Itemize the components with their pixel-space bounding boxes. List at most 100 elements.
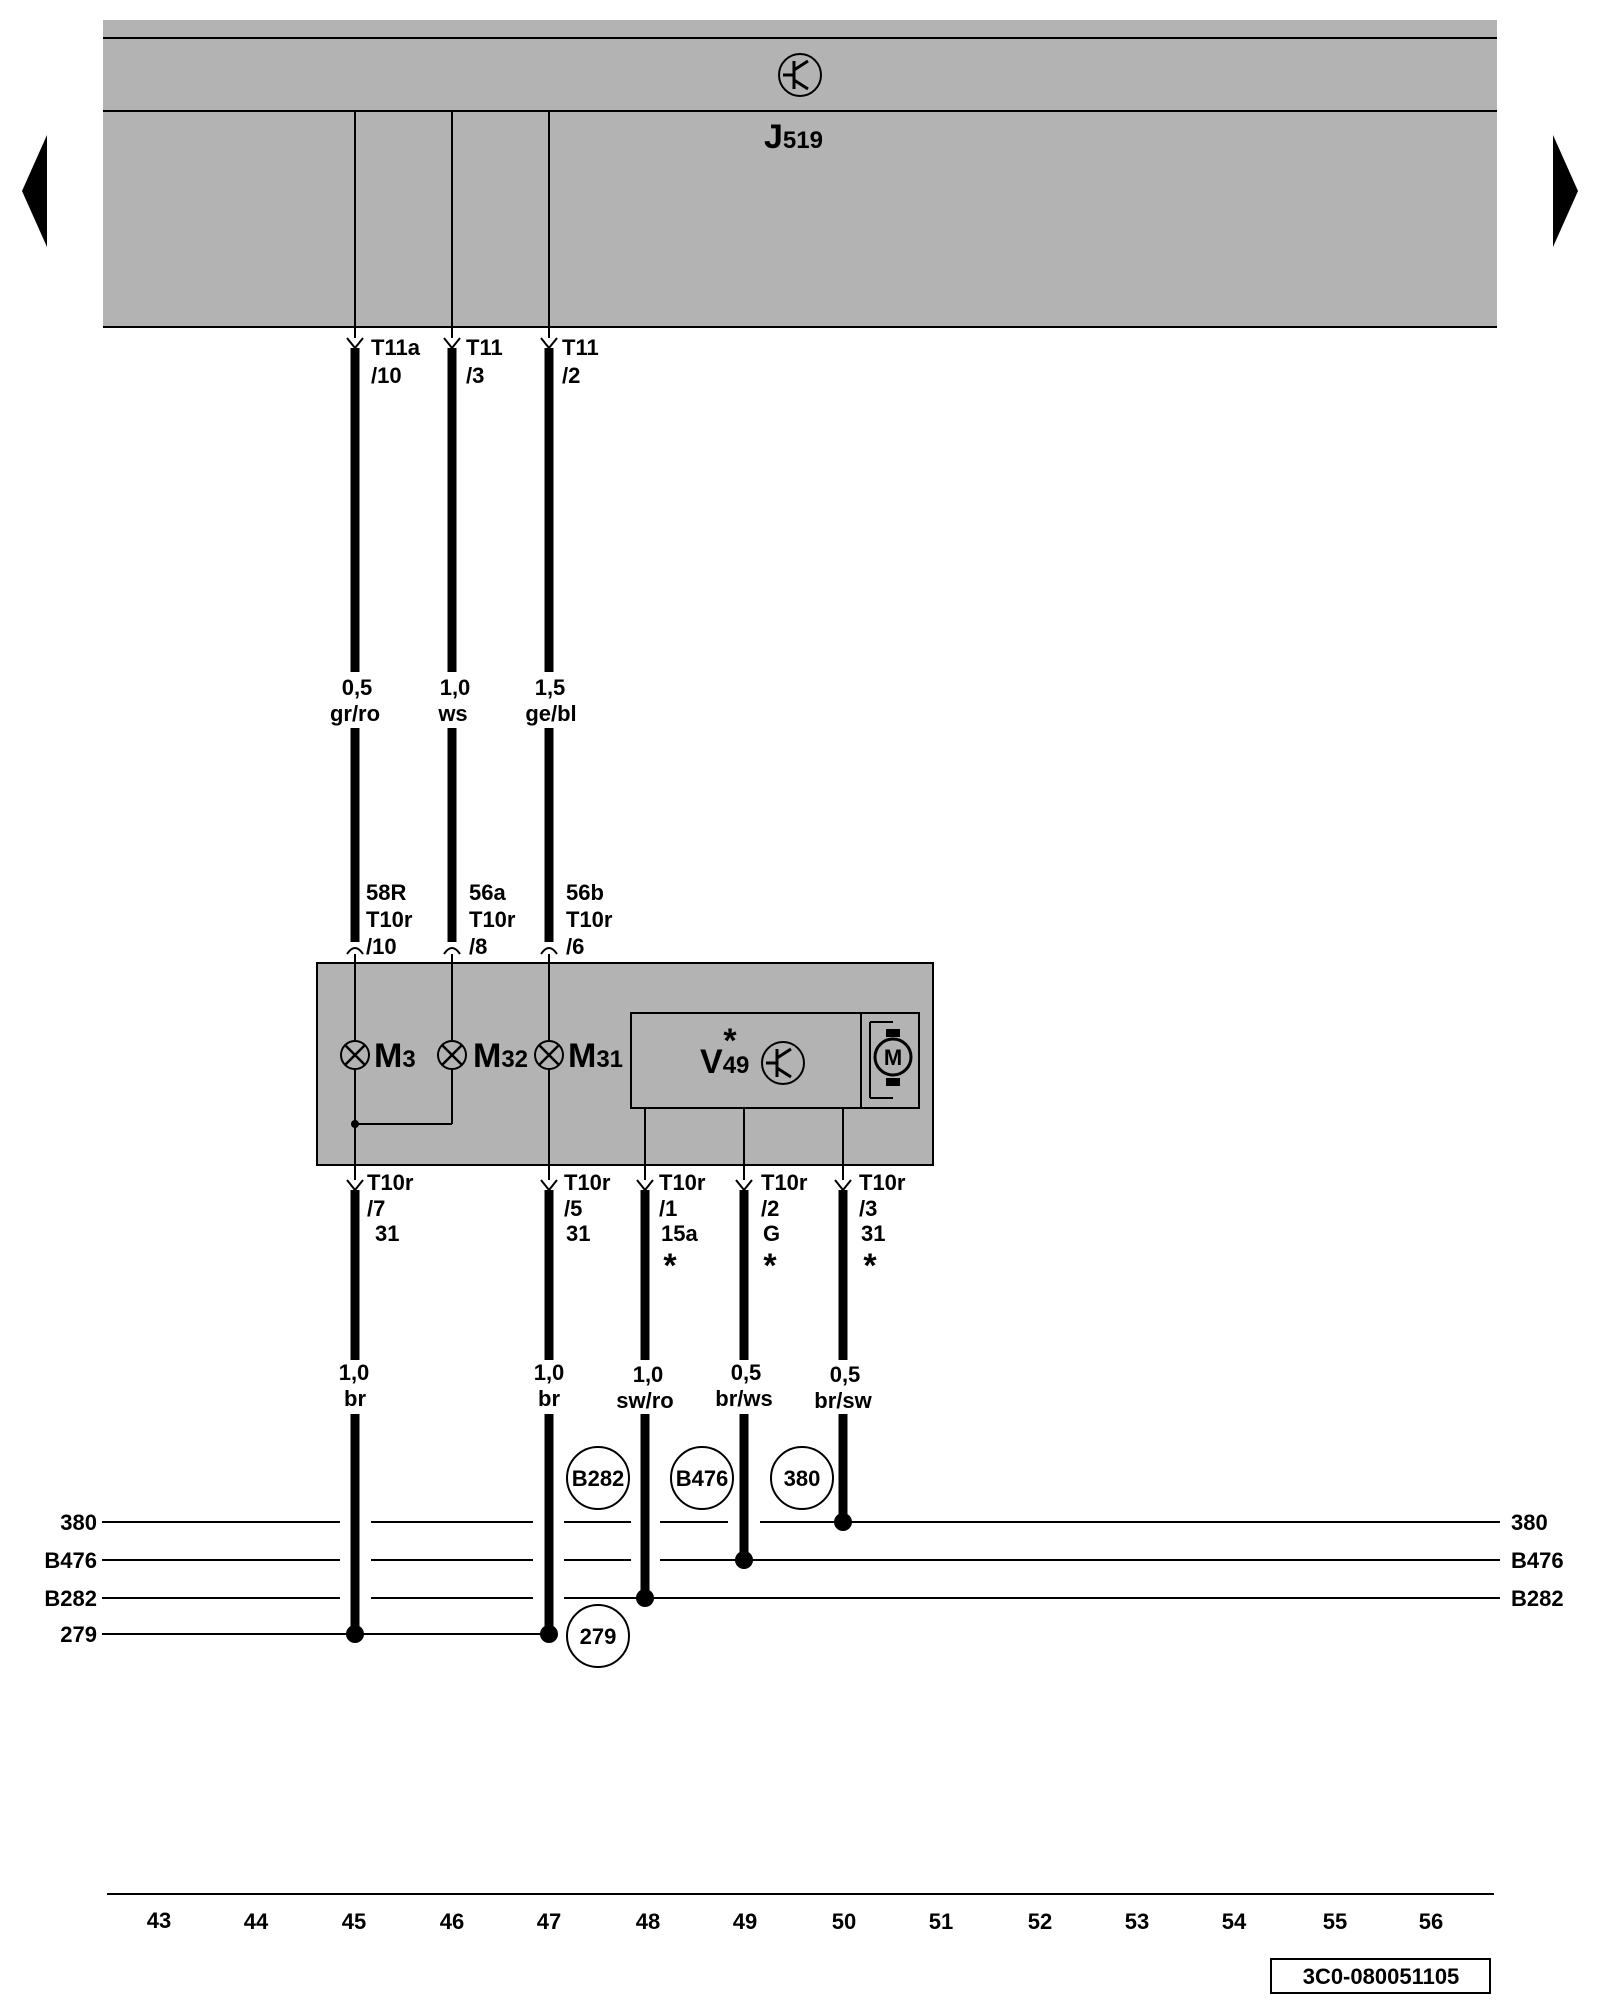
svg-text:31: 31 [566, 1221, 590, 1246]
bulb-icon [437, 1040, 467, 1070]
connection-circle-380: 380 [770, 1446, 834, 1510]
svg-text:46: 46 [440, 1909, 464, 1934]
svg-text:279: 279 [580, 1624, 617, 1649]
svg-text:1,5: 1,5 [535, 675, 566, 700]
svg-text:48: 48 [636, 1909, 660, 1934]
svg-text:sw/ro: sw/ro [616, 1388, 673, 1413]
svg-text:45: 45 [342, 1909, 366, 1934]
motor-letter: M [884, 1045, 902, 1070]
svg-text:T11: T11 [562, 335, 599, 360]
lower-wire-label-47: 1,0 br [534, 1360, 565, 1411]
upper-wire-label-46: 1,0 ws [437, 675, 470, 726]
svg-text:279: 279 [60, 1622, 97, 1647]
svg-text:B476: B476 [1511, 1548, 1564, 1573]
svg-text:br/sw: br/sw [814, 1388, 872, 1413]
electronic-module-icon [778, 53, 822, 97]
svg-text:T10r: T10r [859, 1170, 906, 1195]
svg-text:G: G [763, 1221, 780, 1246]
svg-text:0,5: 0,5 [342, 675, 373, 700]
svg-text:/1: /1 [659, 1196, 677, 1221]
svg-text:380: 380 [784, 1466, 821, 1491]
lower-wire-label-49: 0,5 br/ws [715, 1360, 772, 1411]
svg-text:ge/bl: ge/bl [525, 701, 576, 726]
triangle-right-icon[interactable] [1553, 135, 1578, 247]
svg-text:br: br [538, 1386, 560, 1411]
upper-pin-47: T11 /2 [562, 335, 599, 388]
svg-text:3C0-080051105: 3C0-080051105 [1303, 1964, 1460, 1989]
svg-text:58R: 58R [366, 880, 406, 905]
svg-text:380: 380 [60, 1510, 97, 1535]
connection-circle-279: 279 [566, 1604, 630, 1668]
component-top-pin-47: 56b T10r /6 [566, 880, 613, 959]
connection-circle-b282: B282 [566, 1446, 630, 1510]
svg-text:56: 56 [1419, 1909, 1443, 1934]
bottom-pin-49: T10r /2 G * [761, 1170, 808, 1285]
upper-pin-46: T11 /3 [466, 335, 503, 388]
motor-v49-label: V49 [700, 1043, 749, 1081]
lower-wire-label-50: 0,5 br/sw [814, 1362, 872, 1413]
svg-text:47: 47 [537, 1909, 561, 1934]
svg-text:56a: 56a [469, 880, 506, 905]
upper-wire-label-45: 0,5 gr/ro [330, 675, 380, 726]
triangle-left-icon[interactable] [22, 135, 47, 247]
svg-text:*: * [663, 1247, 677, 1285]
svg-text:B476: B476 [44, 1548, 97, 1573]
svg-text:T10r: T10r [469, 907, 516, 932]
plug-symbols-top [346, 947, 558, 955]
svg-text:53: 53 [1125, 1909, 1149, 1934]
svg-text:50: 50 [832, 1909, 856, 1934]
component-internal-wiring [351, 954, 844, 1180]
svg-text:T10r: T10r [564, 1170, 611, 1195]
bulb-icon [340, 1040, 370, 1070]
svg-text:55: 55 [1323, 1909, 1347, 1934]
svg-text:1,0: 1,0 [534, 1360, 565, 1385]
bulb-icon [534, 1040, 564, 1070]
svg-text:/5: /5 [564, 1196, 582, 1221]
svg-text:/10: /10 [366, 934, 397, 959]
svg-text:T10r: T10r [566, 907, 613, 932]
svg-text:54: 54 [1222, 1909, 1247, 1934]
svg-text:B282: B282 [1511, 1586, 1564, 1611]
bottom-pin-45: T10r /7 31 [367, 1170, 414, 1246]
svg-text:31: 31 [375, 1221, 399, 1246]
motor-v49: V49 * M [630, 1012, 920, 1109]
svg-text:T10r: T10r [367, 1170, 414, 1195]
motor-v49-star: * [723, 1022, 737, 1060]
column-numbers: 43 44 45 46 47 48 49 50 51 52 53 54 55 5… [147, 1908, 1443, 1934]
svg-text:T10r: T10r [659, 1170, 706, 1195]
bulb-m31-label: M31 [568, 1037, 623, 1075]
svg-text:1,0: 1,0 [339, 1360, 370, 1385]
svg-text:/7: /7 [367, 1196, 385, 1221]
svg-text:ws: ws [437, 701, 467, 726]
svg-text:1,0: 1,0 [633, 1362, 664, 1387]
electronic-module-icon [761, 1041, 805, 1085]
motor-icon: M [869, 1021, 913, 1099]
svg-text:T11: T11 [466, 335, 503, 360]
svg-text:/6: /6 [566, 934, 584, 959]
svg-text:T10r: T10r [761, 1170, 808, 1195]
svg-text:br/ws: br/ws [715, 1386, 772, 1411]
bulb-m31: M31 [534, 1037, 623, 1075]
svg-text:/3: /3 [466, 363, 484, 388]
bottom-pin-48: T10r /1 15a * [659, 1170, 706, 1285]
svg-text:B476: B476 [676, 1466, 729, 1491]
bulb-m3-label: M3 [374, 1037, 416, 1075]
lower-wire-label-48: 1,0 sw/ro [616, 1362, 673, 1413]
svg-text:br: br [344, 1386, 366, 1411]
svg-text:gr/ro: gr/ro [330, 701, 380, 726]
bulb-m32: M32 [437, 1037, 528, 1075]
svg-text:52: 52 [1028, 1909, 1052, 1934]
upper-wire-label-47: 1,5 ge/bl [525, 675, 576, 726]
upper-pin-45: T11a /10 [371, 335, 421, 388]
lower-wire-label-45: 1,0 br [339, 1360, 370, 1411]
bottom-pin-50: T10r /3 31 * [859, 1170, 906, 1285]
svg-text:/8: /8 [469, 934, 487, 959]
svg-text:15a: 15a [661, 1221, 698, 1246]
svg-text:1,0: 1,0 [440, 675, 471, 700]
svg-text:43: 43 [147, 1908, 171, 1933]
svg-text:44: 44 [244, 1909, 269, 1934]
svg-text:0,5: 0,5 [731, 1360, 762, 1385]
svg-text:/2: /2 [562, 363, 580, 388]
control-unit-j519: J519 [103, 20, 1497, 328]
